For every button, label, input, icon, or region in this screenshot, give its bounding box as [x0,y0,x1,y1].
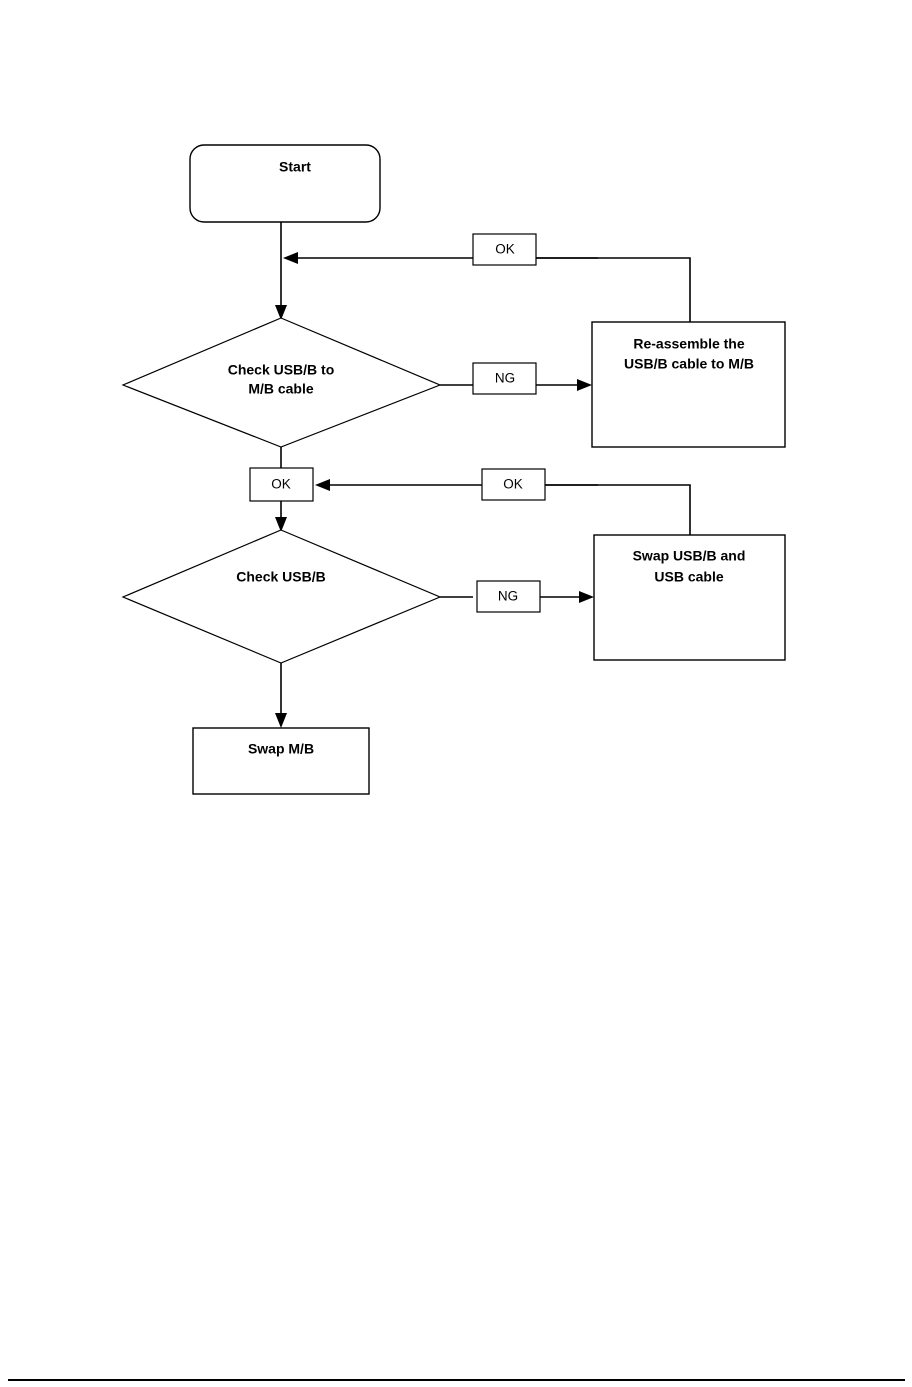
edge-start-to-check-cable [275,222,287,320]
node-swap-mb-label: Swap M/B [248,741,314,757]
node-check-usbb-line1: Check USB/B [236,569,325,585]
edge-label-ng-upper[interactable]: NG [472,362,537,395]
edge-label-ok-middle[interactable]: OK [249,467,314,502]
edge-label-ng-lower-text: NG [498,589,518,604]
node-check-usbb[interactable]: Check USB/B [121,529,442,664]
page-footer-rule [8,1379,905,1381]
edge-check-cable-to-check-usbb [275,447,287,532]
edge-label-ng-lower[interactable]: NG [476,580,541,613]
edge-label-ok-top-text: OK [495,242,515,257]
edge-label-ok-middle-text: OK [271,477,291,492]
node-check-cable-line2: M/B cable [248,381,314,397]
edge-reassemble-to-check-cable [283,252,691,322]
node-swap-usbb-line1: Swap USB/B and [633,548,746,564]
node-swap-usbb-and-usb-cable[interactable]: Swap USB/B and USB cable [593,534,786,661]
edge-label-ng-upper-text: NG [495,371,515,386]
edge-label-ok-top[interactable]: OK [472,233,537,266]
node-check-usbb-to-mb-cable[interactable]: Check USB/B to M/B cable [121,317,442,448]
node-start[interactable]: Start [189,144,381,223]
node-reassemble-line2: USB/B cable to M/B [624,356,754,372]
edge-check-usbb-to-swap-mb [275,663,287,728]
edge-label-ok-right[interactable]: OK [481,468,546,501]
node-start-label: Start [279,159,311,175]
node-check-cable-line1: Check USB/B to [228,362,335,378]
node-swap-mb[interactable]: Swap M/B [192,727,370,795]
edge-check-cable-to-reassemble [440,379,592,391]
node-reassemble-line1: Re-assemble the [633,336,744,352]
edge-label-ok-right-text: OK [503,477,523,492]
edge-swap-usbb-to-check-usbb [315,479,691,535]
node-reassemble-usbb-cable[interactable]: Re-assemble the USB/B cable to M/B [591,321,786,448]
node-swap-usbb-line2: USB cable [654,569,723,585]
edge-check-usbb-to-swap-usbb [440,591,594,603]
